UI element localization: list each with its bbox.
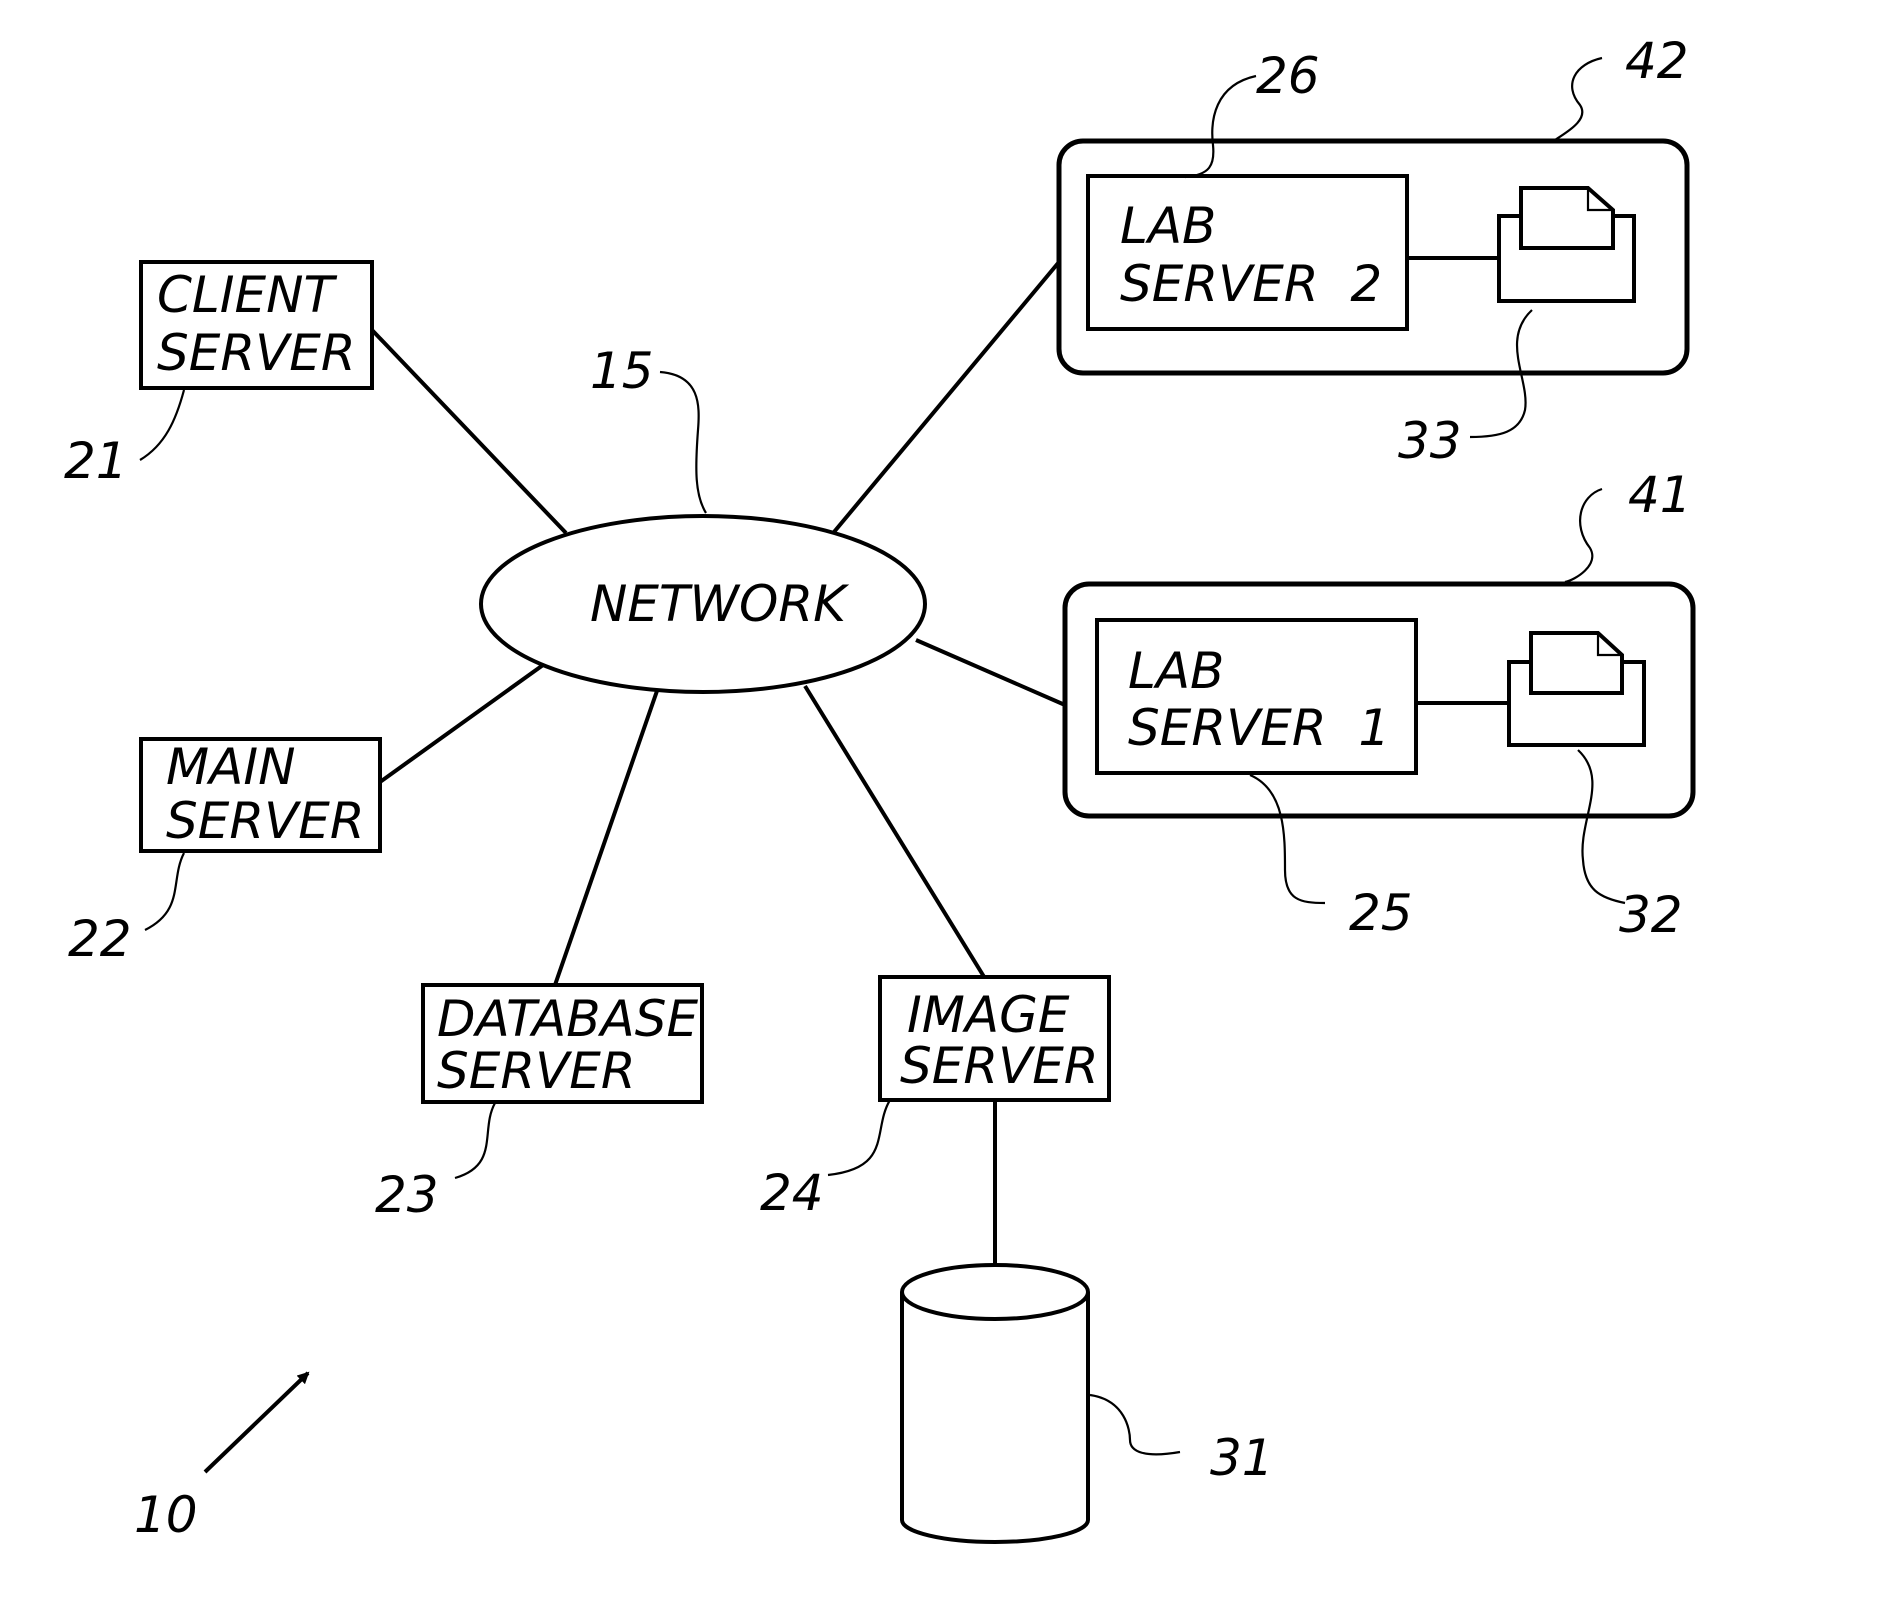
ref-21: 21 bbox=[64, 432, 128, 490]
leader-31 bbox=[1090, 1395, 1180, 1454]
ref-32: 32 bbox=[1619, 886, 1683, 944]
lab-server-2-label-line1: LAB bbox=[1120, 197, 1216, 255]
ref-23: 23 bbox=[375, 1166, 439, 1224]
database-server-label-line1: DATABASE bbox=[437, 990, 698, 1048]
client-server-label-line1: CLIENT bbox=[157, 266, 338, 324]
leader-42 bbox=[1555, 58, 1602, 140]
ref-33: 33 bbox=[1398, 412, 1462, 470]
leader-22 bbox=[145, 853, 184, 930]
image-storage-cylinder bbox=[902, 1265, 1088, 1542]
link-lab2-network bbox=[834, 262, 1059, 532]
link-client-network bbox=[372, 330, 566, 533]
image-server-label-line2: SERVER bbox=[900, 1037, 1099, 1095]
ref-42: 42 bbox=[1625, 32, 1689, 90]
system-arrow bbox=[205, 1373, 308, 1472]
link-database-network bbox=[555, 688, 658, 985]
link-main-network bbox=[380, 660, 550, 782]
ref-22: 22 bbox=[68, 910, 132, 968]
ref-26: 26 bbox=[1256, 47, 1320, 105]
database-server-label-line2: SERVER bbox=[437, 1042, 636, 1100]
leader-41 bbox=[1565, 489, 1602, 582]
ref-25: 25 bbox=[1349, 884, 1413, 942]
image-server-label-line1: IMAGE bbox=[907, 986, 1070, 1044]
link-image-network bbox=[805, 686, 986, 980]
ref-15: 15 bbox=[590, 342, 654, 400]
link-lab1-network bbox=[916, 640, 1065, 705]
ref-10: 10 bbox=[134, 1486, 198, 1544]
leader-23 bbox=[455, 1103, 495, 1178]
leader-24 bbox=[828, 1100, 890, 1175]
main-server-label-line2: SERVER bbox=[166, 792, 365, 850]
lab-server-1-label-line1: LAB bbox=[1128, 642, 1224, 700]
network-label: NETWORK bbox=[590, 575, 850, 633]
ref-41: 41 bbox=[1628, 466, 1692, 524]
lab-server-1-label-line2: SERVER 1 bbox=[1128, 699, 1390, 757]
client-server-label-line2: SERVER bbox=[157, 324, 356, 382]
leader-15 bbox=[660, 372, 706, 513]
ref-24: 24 bbox=[760, 1164, 824, 1222]
leader-21 bbox=[140, 390, 184, 460]
lab-server-2-label-line2: SERVER 2 bbox=[1120, 255, 1382, 313]
main-server-label-line1: MAIN bbox=[166, 738, 296, 796]
ref-31: 31 bbox=[1210, 1429, 1274, 1487]
